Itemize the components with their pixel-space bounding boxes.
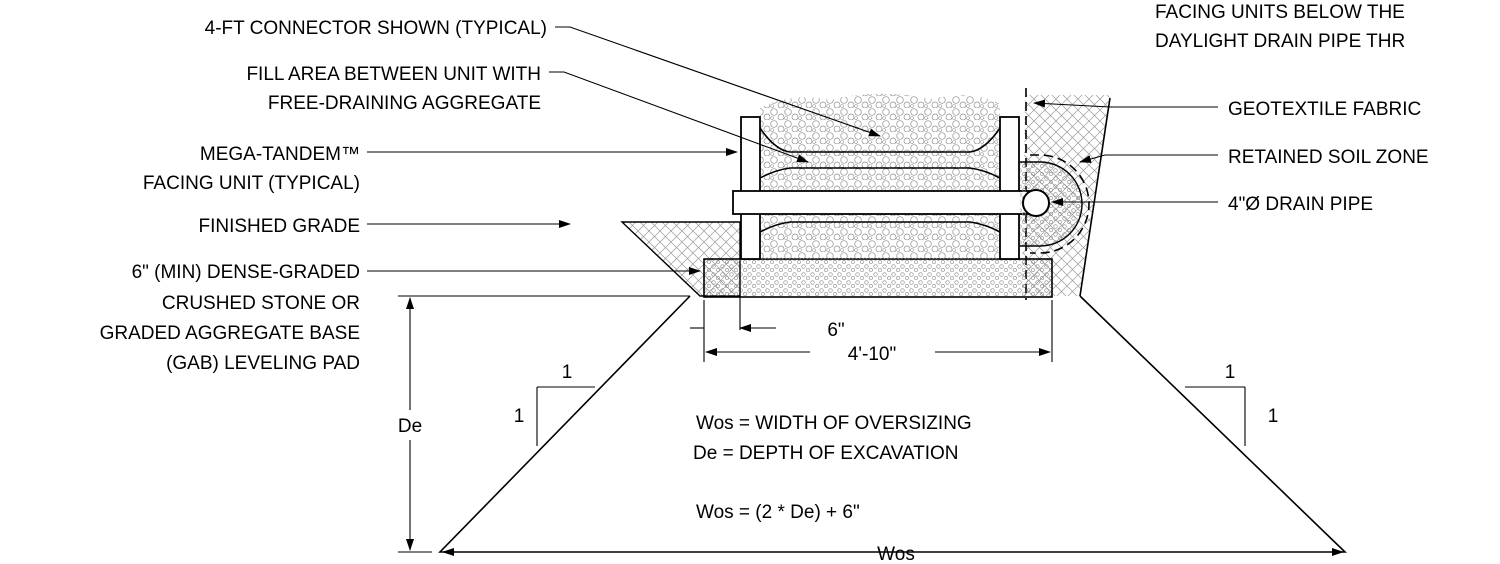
callout-fill-area-1: FILL AREA BETWEEN UNIT WITH bbox=[246, 64, 541, 85]
note-line-2: DAYLIGHT DRAIN PIPE THR bbox=[1155, 31, 1405, 52]
legend-wos: Wos = WIDTH OF OVERSIZING bbox=[696, 413, 972, 434]
dim-width: Wos bbox=[877, 544, 915, 564]
callout-finished-grade: FINISHED GRADE bbox=[198, 216, 360, 237]
aggregate-fill-lower bbox=[760, 214, 1000, 259]
leveling-pad bbox=[703, 258, 1053, 298]
dim-pad-width: 4'-10" bbox=[848, 344, 896, 365]
svg-text:1: 1 bbox=[514, 406, 525, 427]
callout-pad-2: CRUSHED STONE OR bbox=[162, 293, 360, 314]
svg-text:1: 1 bbox=[1268, 406, 1279, 427]
slope-indicator-left: 1 1 bbox=[514, 362, 595, 446]
dim-depth: De bbox=[398, 416, 422, 437]
excavation-outline bbox=[438, 295, 1347, 553]
aggregate-fill-top bbox=[760, 93, 1000, 122]
callout-pad-1: 6" (MIN) DENSE-GRADED bbox=[132, 262, 360, 283]
callout-fill-area-2: FREE-DRAINING AGGREGATE bbox=[268, 93, 541, 114]
dim-offset: 6" bbox=[827, 320, 844, 341]
svg-text:1: 1 bbox=[1225, 362, 1236, 383]
callout-unit-1: MEGA-TANDEM™ bbox=[200, 144, 360, 165]
svg-text:1: 1 bbox=[562, 362, 573, 383]
left-leaders bbox=[367, 26, 881, 275]
note-line-1: FACING UNITS BELOW THE bbox=[1155, 2, 1405, 23]
drain-wrap bbox=[1020, 161, 1083, 247]
callout-unit-2: FACING UNIT (TYPICAL) bbox=[143, 173, 360, 194]
callout-connector: 4-FT CONNECTOR SHOWN (TYPICAL) bbox=[205, 18, 547, 39]
callout-pad-3: GRADED AGGREGATE BASE bbox=[100, 323, 360, 344]
callout-geotextile: GEOTEXTILE FABRIC bbox=[1228, 99, 1421, 120]
facing-unit bbox=[732, 116, 1038, 260]
legend-formula: Wos = (2 * De) + 6" bbox=[696, 502, 860, 523]
callout-drain-pipe: 4"Ø DRAIN PIPE bbox=[1228, 194, 1373, 215]
aggregate-fill bbox=[760, 122, 1000, 190]
callout-retained-soil: RETAINED SOIL ZONE bbox=[1228, 147, 1429, 168]
callout-pad-4: (GAB) LEVELING PAD bbox=[166, 353, 360, 374]
legend-de: De = DEPTH OF EXCAVATION bbox=[693, 443, 959, 464]
right-leaders bbox=[1033, 99, 1218, 206]
dimension-lines bbox=[398, 264, 1344, 556]
drain-pipe bbox=[1022, 189, 1050, 217]
slope-indicator-right: 1 1 bbox=[1185, 362, 1278, 446]
